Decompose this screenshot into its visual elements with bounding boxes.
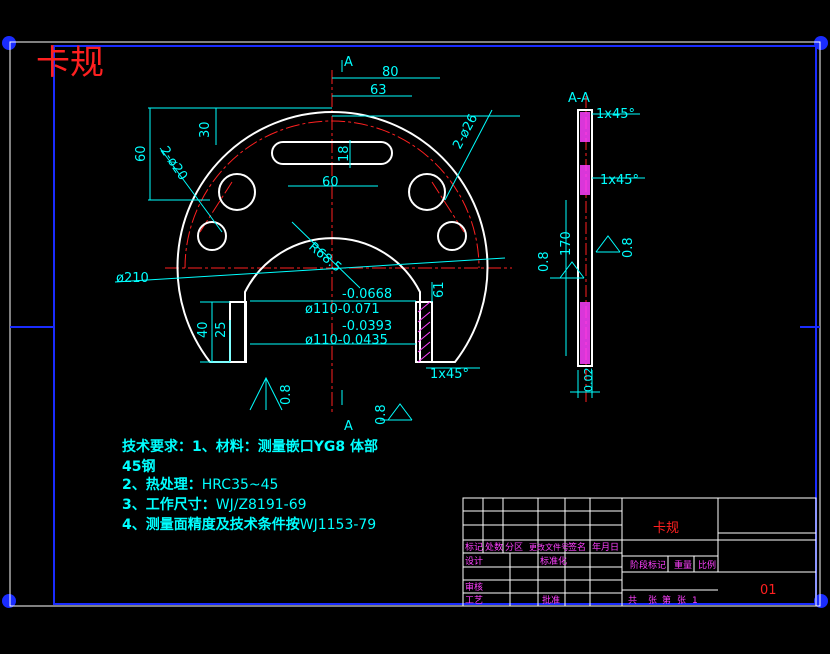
corner-marker-bl [2,594,16,608]
section-dim-170: 170 [559,231,574,256]
tb-drawing-no: 01 [760,583,777,598]
dim-phi110a: ø110-0.071 [305,302,380,317]
inner-frame [53,45,817,605]
tech-req-line1: 技术要求：1、材料：测量嵌口YG8 体部 [122,439,378,455]
dim-phi110b: ø110-0.0435 [305,333,388,348]
tb-mark: 标记 [465,541,483,553]
tb-approve: 批准 [542,594,560,606]
hole-26-right [408,173,446,211]
dim-2-phi26: 2-ø26 [450,112,481,152]
rough-bottom: 0.8 [374,404,389,425]
hole-20-right [437,221,467,251]
dim-phi210: ø210 [116,271,149,286]
insert-hatch [417,301,431,363]
tech-req-line4-value: WJ/Z8191-69 [215,497,307,513]
dim-63: 63 [370,83,387,98]
dim-tol-top: -0.0668 [342,287,392,302]
tech-req-line2: 45钢 [122,459,156,475]
tb-scale: 比例 [698,559,716,571]
dim-2-phi20: 2-ø20 [157,144,190,183]
part-outline [176,111,489,363]
corner-marker-tr [814,36,828,50]
section-rough-a: 0.8 [537,251,552,272]
tb-zone: 分区 [505,542,523,553]
section-chamfer-1: 1x45° [596,107,635,122]
section-view: A-A 1x45° 1x45° 170 0.8 0.8 [537,91,645,405]
tech-req-line4: 3、工作尺寸：WJ/Z8191-69 [122,494,307,514]
tb-stage: 阶段标记 [630,559,666,571]
tb-docno: 更改文件号 [529,542,569,552]
insert-left [229,301,247,363]
corner-marker-tl [2,36,16,50]
tech-req-line5: 4、测量面精度及技术条件按WJ1153-79 [122,514,376,534]
section-hatch-bottom [580,302,590,364]
tb-sheet-no: 1 [692,596,698,606]
section-mark-top: A [344,55,353,70]
dim-80: 80 [382,65,399,80]
section-hatch-top [580,112,590,142]
tech-req-line5-value: WJ1153-79 [299,517,377,533]
insert-right [415,301,433,363]
section-mark-bottom: A [344,419,353,434]
tech-req-line3-label: 2、热处理： [122,477,202,493]
section-rough-b: 0.8 [621,237,636,258]
tb-design: 设计 [465,555,483,567]
section-label: A-A [568,91,590,106]
tb-process: 工艺 [465,595,483,606]
tech-req-line4-label: 3、工作尺寸： [122,497,216,513]
dim-61: 61 [432,281,447,298]
title-block [462,497,817,607]
slot [271,141,393,165]
tb-sign: 签名 [568,541,586,553]
tb-part-name: 卡规 [653,521,679,536]
section-chamfer-2: 1x45° [600,173,639,188]
dim-tol-mid: -0.0393 [342,319,392,334]
tb-sheets-c: 第 [662,594,671,606]
section-hatch-mid [580,165,590,195]
dim-60-left: 60 [134,145,149,162]
title-stamp: 卡规 [36,43,104,83]
rough-left: 0.8 [279,384,294,405]
hole-20-left [197,221,227,251]
section-dim-thk: 0.02 [582,368,595,393]
tech-req-line3-value: HRC35~45 [201,477,279,493]
dim-60-slot: 60 [322,175,339,190]
outer-frame [9,41,821,607]
dim-18: 18 [337,145,352,162]
dim-25: 25 [214,321,229,338]
tb-std: 标准化 [540,555,567,567]
tb-date: 年月日 [592,541,619,553]
tech-req-line3: 2、热处理：HRC35~45 [122,474,278,494]
main-view: 80 63 A 30 60 18 60 2-ø26 2-ø20 R68.5 ø2… [114,55,520,434]
tb-sheets-b: 张 [648,595,657,606]
tb-weight: 重量 [674,559,692,571]
section-body [577,109,593,367]
tb-sheets-a: 共 [628,595,637,606]
hole-26-left [218,173,256,211]
tb-sheets-d: 张 [677,595,686,606]
dim-30: 30 [198,121,213,138]
dim-40: 40 [196,321,211,338]
tb-count: 处数 [485,541,503,553]
dim-chamfer: 1x45° [430,367,469,382]
tech-req-line5-label: 4、测量面精度及技术条件按 [122,517,300,533]
corner-marker-br [814,594,828,608]
tb-review: 审核 [465,581,483,593]
